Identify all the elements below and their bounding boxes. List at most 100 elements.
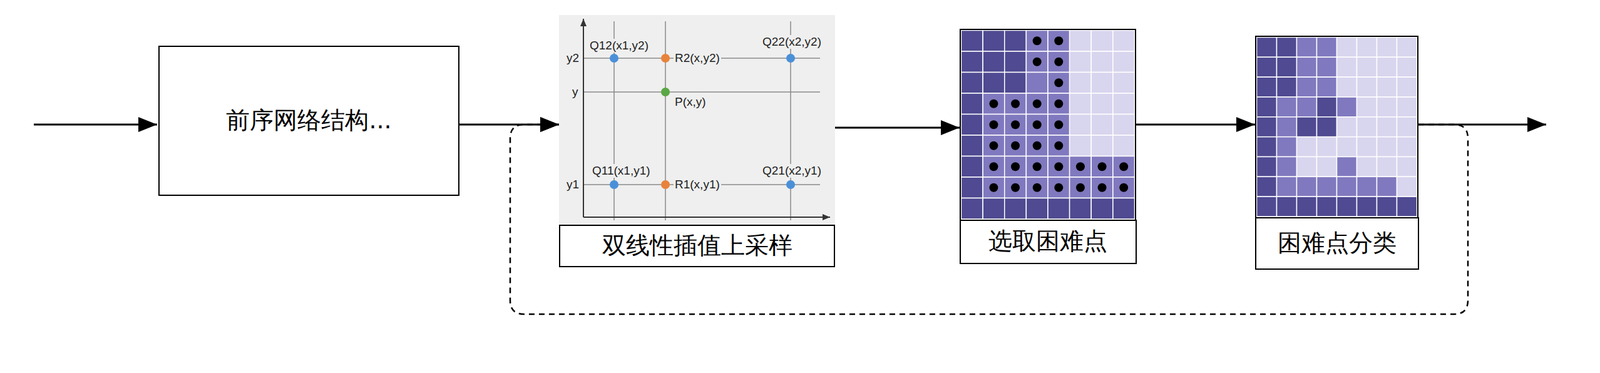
grid-cell: [1297, 157, 1318, 178]
process-box: 前序网络结构...: [158, 45, 460, 196]
grid-cell: [1069, 51, 1092, 73]
grid-cell: [1377, 97, 1398, 118]
grid-cell: [1004, 135, 1027, 157]
hard-point-dot: [1032, 183, 1042, 193]
grid-cell: [1337, 117, 1358, 138]
grid-cell: [1276, 117, 1298, 138]
grid-cell: [1025, 177, 1048, 199]
grid-cell: [1112, 93, 1135, 115]
hard-point-dot: [1054, 78, 1063, 88]
grid-cell: [1377, 137, 1398, 158]
flow-arrow: [459, 123, 559, 126]
grid-cell: [1047, 156, 1070, 178]
grid-cell: [1004, 177, 1027, 199]
grid-cell: [1047, 72, 1070, 94]
grid-cell: [1091, 114, 1113, 136]
grid-cell: [1357, 97, 1378, 118]
intermediate-point: [661, 180, 670, 190]
grid-cell: [1297, 56, 1318, 77]
grid-cell: [1276, 157, 1298, 178]
grid-cell: [1112, 114, 1135, 136]
grid-cell: [1377, 56, 1398, 77]
grid-cell: [1112, 135, 1135, 157]
grid-cell: [1091, 156, 1113, 178]
grid-cell: [1317, 97, 1338, 118]
known-point: [786, 53, 795, 63]
hard-point-dot: [1054, 57, 1063, 67]
hard-point-dot: [1010, 99, 1020, 109]
grid-cell: [1297, 176, 1318, 197]
grid-cell: [1091, 30, 1113, 52]
caption-box: 困难点分类: [1255, 217, 1420, 270]
grid-cell: [1047, 135, 1070, 157]
grid-cell: [1025, 93, 1048, 115]
grid-cell: [1112, 30, 1135, 52]
point-label: Q22(x2,y2): [761, 35, 823, 49]
hard-point-dot: [989, 162, 998, 171]
grid-cell: [982, 156, 1005, 178]
grid-cell: [1397, 37, 1418, 58]
grid-cell: [1357, 196, 1378, 217]
grid-cell: [1317, 176, 1338, 197]
grid-cell: [1047, 177, 1070, 199]
grid-cell: [1069, 198, 1092, 220]
known-point: [609, 53, 619, 63]
grid-cell: [1025, 156, 1048, 178]
grid-cell: [1004, 51, 1027, 73]
grid-cell: [1112, 156, 1135, 178]
grid-cell: [1004, 93, 1027, 115]
grid-cell: [1047, 114, 1070, 136]
hard-point-dot: [1010, 162, 1020, 171]
grid-cell: [1276, 76, 1298, 98]
grid-cell: [1397, 137, 1418, 158]
node-label: 前序网络结构...: [225, 106, 392, 136]
grid-cell: [1276, 56, 1298, 77]
point-grids: [961, 30, 1418, 220]
point-label: Q11(x1,y1): [590, 164, 652, 178]
feedback-loop: [510, 124, 1468, 315]
grid-cell: [1047, 93, 1070, 115]
grid-cell: [1069, 72, 1092, 94]
grid-cell: [1377, 76, 1398, 98]
grid-cell: [1256, 137, 1277, 158]
illustration-background: [558, 15, 836, 225]
point-label: y2: [565, 51, 581, 66]
grid-cell: [1025, 135, 1048, 157]
grid-cell: [1397, 56, 1418, 77]
hard-point-dot: [989, 120, 998, 129]
grid-cell: [1337, 196, 1358, 217]
grid-cell: [1047, 51, 1070, 73]
grid-cell: [1317, 117, 1338, 138]
grid-cell: [961, 198, 984, 220]
grid-cell: [1069, 177, 1092, 199]
grid-cell: [1357, 56, 1378, 77]
grid-cell: [1377, 117, 1398, 138]
flow-arrow: [1136, 123, 1256, 126]
grid-cell: [1047, 30, 1070, 52]
point-label: Q12(x1,y2): [588, 38, 650, 53]
output-arrow: [1418, 123, 1547, 126]
hard-point-dot: [989, 183, 998, 193]
point-label: R2(x,y2): [673, 51, 722, 66]
hard-point-dot: [1010, 183, 1020, 193]
hard-point-dot: [1076, 183, 1085, 193]
known-point: [786, 180, 795, 190]
grid-cell: [1276, 97, 1298, 118]
node-label: 选取困难点: [988, 227, 1108, 257]
node-label: 双线性插值上采样: [602, 231, 793, 261]
grid-cell: [982, 30, 1005, 52]
grid-cell: [1377, 196, 1398, 217]
hard-point-dot: [1010, 141, 1020, 151]
grid-cell: [961, 30, 984, 52]
hard-point-dot: [1097, 162, 1107, 171]
grid-cell: [1025, 114, 1048, 136]
grid-cell: [1357, 76, 1378, 98]
hard-point-dot: [1076, 162, 1085, 171]
caption-box: 选取困难点: [959, 219, 1137, 265]
grid-cell: [1004, 72, 1027, 94]
grid-cell: [982, 93, 1005, 115]
grid-cell: [961, 156, 984, 178]
hard-point-dot: [1054, 36, 1063, 46]
grid-cell: [1256, 97, 1277, 118]
grid-cell: [1357, 157, 1378, 178]
